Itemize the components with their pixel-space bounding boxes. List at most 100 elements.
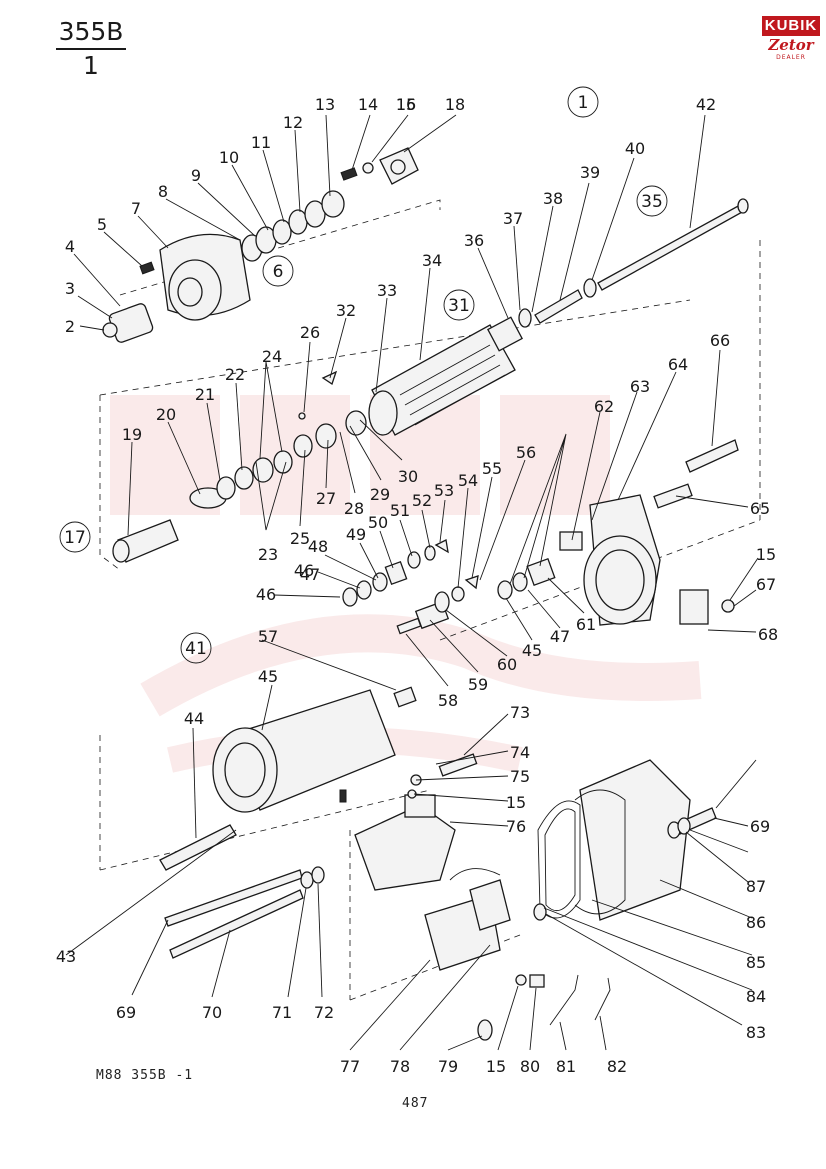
model-number: 355B — [58, 17, 124, 46]
callout-20: 20 — [156, 405, 176, 424]
callout-47-2: 47 — [550, 627, 570, 646]
callout-42: 42 — [696, 95, 716, 114]
callout-71: 71 — [272, 1003, 292, 1022]
callout-27: 27 — [316, 489, 336, 508]
callout-74: 74 — [510, 743, 530, 762]
callout-58: 58 — [438, 691, 458, 710]
callout-28: 28 — [344, 499, 364, 518]
armature-assembly — [293, 198, 749, 458]
callout-14: 14 — [358, 95, 378, 114]
callout-19: 19 — [122, 425, 142, 444]
callout-73: 73 — [510, 703, 530, 722]
callout-43: 43 — [56, 947, 76, 966]
callout-24: 24 — [262, 347, 282, 366]
callout-75: 75 — [510, 767, 530, 786]
callout-80: 80 — [520, 1057, 540, 1076]
callout-10: 10 — [219, 148, 239, 167]
callout-34: 34 — [422, 251, 442, 270]
callout-49: 49 — [346, 525, 366, 544]
dealer-logo: KUBIK Zetor DEALER — [762, 16, 820, 61]
callout-15-3: 15 — [506, 793, 526, 812]
group-number-41: 41 — [185, 639, 207, 659]
callout-62: 62 — [594, 397, 614, 416]
callout-69: 69 — [116, 1003, 136, 1022]
callout-66: 66 — [710, 331, 730, 350]
callout-45-2: 45 — [522, 641, 542, 660]
callout-65: 65 — [750, 499, 770, 518]
solenoid-switch-assembly — [354, 753, 611, 1041]
callout-13: 13 — [315, 95, 335, 114]
logo-dealer: DEALER — [776, 54, 806, 61]
callout-72: 72 — [314, 1003, 334, 1022]
callout-36: 36 — [464, 231, 484, 250]
group-number-1: 1 — [578, 93, 589, 113]
callout-60: 60 — [497, 655, 517, 674]
bearing-set — [342, 539, 556, 635]
drawing-header: 355B 1 — [56, 18, 126, 80]
logo-kubik: KUBIK — [762, 16, 820, 36]
callout-81: 81 — [556, 1057, 576, 1076]
callout-12: 12 — [283, 113, 303, 132]
callout-40: 40 — [625, 139, 645, 158]
callout-59: 59 — [468, 675, 488, 694]
front-housing-assembly — [102, 147, 419, 343]
callout-7: 7 — [131, 199, 141, 218]
callout-76: 76 — [506, 817, 526, 836]
header-rule — [56, 48, 126, 50]
callout-21: 21 — [195, 385, 215, 404]
callout-33: 33 — [377, 281, 397, 300]
callout-26: 26 — [300, 323, 320, 342]
callout-15-4: 15 — [486, 1057, 506, 1076]
callout-9: 9 — [191, 166, 201, 185]
callout-83: 83 — [746, 1023, 766, 1042]
callout-39: 39 — [580, 163, 600, 182]
callout-25: 25 — [290, 529, 310, 548]
callout-61: 61 — [576, 615, 596, 634]
callout-84: 84 — [746, 987, 766, 1006]
callout-46: 46 — [256, 585, 276, 604]
callout-51: 51 — [390, 501, 410, 520]
callout-50: 50 — [368, 513, 388, 532]
callout-55: 55 — [482, 459, 502, 478]
callout-86: 86 — [746, 913, 766, 932]
callout-5: 5 — [97, 215, 107, 234]
callout-48: 48 — [308, 537, 328, 556]
group-number-17: 17 — [64, 528, 86, 548]
group-number-31: 31 — [448, 296, 470, 316]
field-frame-assembly — [159, 686, 417, 959]
callout-44: 44 — [184, 709, 204, 728]
callout-70: 70 — [202, 1003, 222, 1022]
callout-4: 4 — [65, 237, 75, 256]
callout-15-1: 15 — [396, 95, 416, 114]
callout-18: 18 — [445, 95, 465, 114]
group-markers — [59, 86, 668, 664]
callout-52: 52 — [412, 491, 432, 510]
callout-47: 47 — [300, 565, 320, 584]
callout-67: 67 — [756, 575, 776, 594]
callout-63: 63 — [630, 377, 650, 396]
callout-23: 23 — [258, 545, 278, 564]
drawing-code: M88 355B -1 — [96, 1068, 194, 1083]
callout-22: 22 — [225, 365, 245, 384]
callout-54: 54 — [458, 471, 478, 490]
callout-87: 87 — [746, 877, 766, 896]
callout-38: 38 — [543, 189, 563, 208]
callout-11: 11 — [251, 133, 271, 152]
callout-85: 85 — [746, 953, 766, 972]
callout-45: 45 — [258, 667, 278, 686]
leader-lines — [65, 114, 759, 1051]
callout-15-2: 15 — [756, 545, 776, 564]
callout-29: 29 — [370, 485, 390, 504]
callout-46-2: 46 — [294, 561, 314, 580]
callout-79: 79 — [438, 1057, 458, 1076]
callout-37: 37 — [503, 209, 523, 228]
callout-3: 3 — [65, 279, 75, 298]
callout-64: 64 — [668, 355, 688, 374]
callout-53: 53 — [434, 481, 454, 500]
group-number-35: 35 — [641, 192, 663, 212]
callout-8: 8 — [158, 182, 168, 201]
callout-77: 77 — [340, 1057, 360, 1076]
